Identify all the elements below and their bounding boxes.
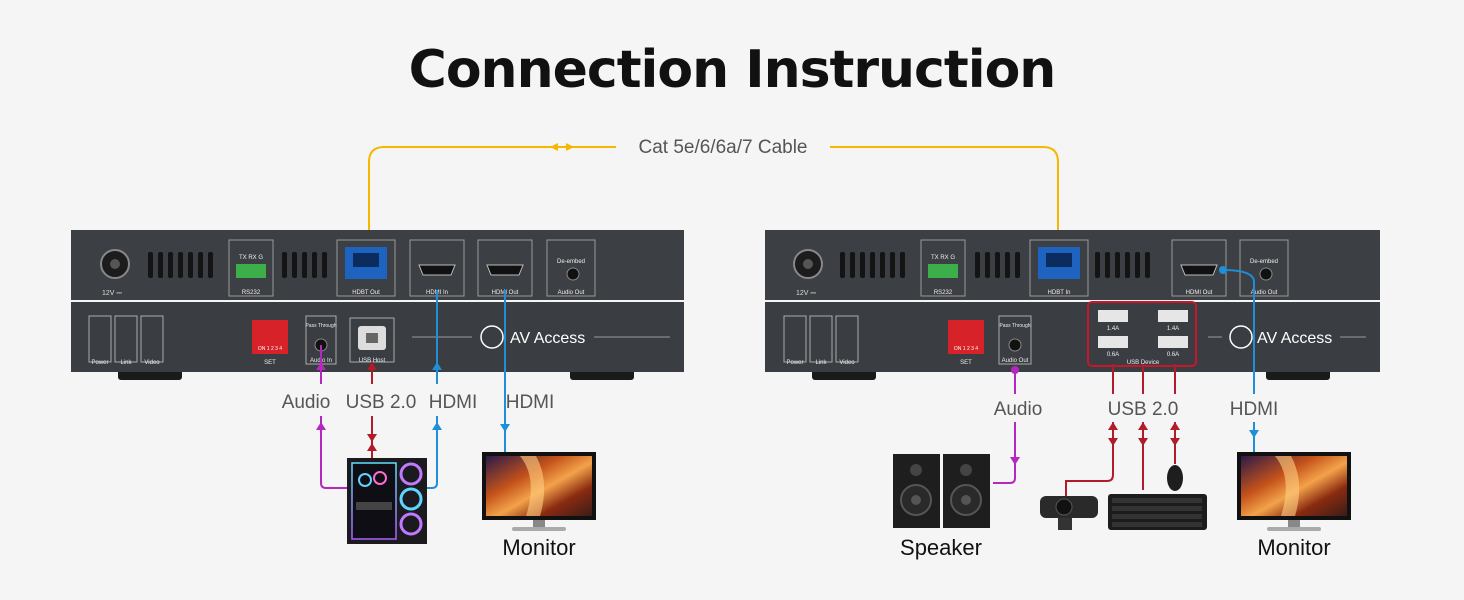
usb-port-2-rating: 1.4A bbox=[1167, 326, 1179, 332]
usb-host-label: USB Host bbox=[359, 358, 386, 364]
speaker-icon bbox=[893, 454, 990, 528]
brand-name: AV Access bbox=[510, 330, 585, 347]
rs232-label: RS232 bbox=[934, 290, 953, 296]
tx-audio-label: Audio bbox=[282, 392, 331, 413]
power-led-frame bbox=[783, 315, 807, 363]
deembed-label: De-embed bbox=[557, 259, 585, 265]
power-led-label: Power bbox=[786, 360, 803, 366]
pass-through-label: Pass Through bbox=[305, 323, 336, 329]
monitor-icon bbox=[1237, 452, 1351, 531]
rs232-terminal-icon bbox=[236, 264, 266, 278]
usb-a-port-icon bbox=[1158, 336, 1188, 348]
usb-a-port-icon bbox=[1158, 310, 1188, 322]
cable-label: Cat 5e/6/6a/7 Cable bbox=[638, 137, 807, 158]
vent-grille bbox=[148, 252, 327, 278]
tx-hdmi-out-label: HDMI bbox=[506, 392, 555, 413]
deembed-frame bbox=[1239, 239, 1289, 297]
hdbt-frame bbox=[336, 239, 396, 297]
hdbt-out-label: HDBT Out bbox=[352, 290, 380, 296]
rx-speaker-label: Speaker bbox=[900, 535, 982, 560]
cat-cable bbox=[368, 146, 1059, 248]
pass-through-frame bbox=[998, 315, 1032, 365]
link-led-label: Link bbox=[815, 360, 827, 366]
set-label: SET bbox=[264, 360, 276, 366]
tx-monitor-label: Monitor bbox=[502, 535, 575, 560]
vent-grille bbox=[840, 252, 1150, 278]
receiver-arrows-icon bbox=[1010, 422, 1259, 465]
link-led-label: Link bbox=[120, 360, 132, 366]
audio-jack-icon bbox=[566, 267, 580, 281]
deembed-frame bbox=[546, 239, 596, 297]
audio-jack-icon bbox=[1259, 267, 1273, 281]
mouse-icon bbox=[1167, 465, 1183, 491]
hdmi-in-cable bbox=[424, 290, 438, 489]
brand-logo-icon bbox=[480, 325, 504, 349]
rx-monitor-label: Monitor bbox=[1257, 535, 1330, 560]
video-led-frame bbox=[835, 315, 859, 363]
power-port-label: 12V ⎓ bbox=[796, 290, 816, 297]
audio-cable bbox=[993, 370, 1016, 484]
usb-a-port-icon bbox=[1098, 336, 1128, 348]
rx-usb-label: USB 2.0 bbox=[1108, 399, 1179, 420]
video-led-frame bbox=[140, 315, 164, 363]
video-led-label: Video bbox=[144, 360, 160, 366]
audio-out-label: Audio Out bbox=[558, 290, 585, 296]
transmitter-arrows-icon bbox=[316, 362, 510, 451]
usb-port-3-rating: 0.6A bbox=[1107, 352, 1119, 358]
brand-logo-icon bbox=[1229, 325, 1253, 349]
power-led-label: Power bbox=[91, 360, 108, 366]
cat-cable-arrows-icon bbox=[550, 143, 574, 151]
rs232-label: RS232 bbox=[242, 290, 261, 296]
receiver-unit: 12V ⎓ TX RX G RS232 HDBT In HDMI Out De-… bbox=[765, 230, 1380, 380]
hdmi-port-icon bbox=[486, 264, 524, 276]
monitor-icon bbox=[482, 452, 596, 531]
tx-usb-label: USB 2.0 bbox=[346, 392, 417, 413]
brand-name: AV Access bbox=[1257, 330, 1332, 347]
hdmi-port-icon bbox=[1180, 264, 1218, 276]
hdmi-port-icon bbox=[418, 264, 456, 276]
dip-switch-icon[interactable] bbox=[252, 320, 288, 354]
pass-through-label: Pass Through bbox=[999, 323, 1030, 329]
pc-tower-icon bbox=[347, 458, 427, 544]
rx-hdmi-label: HDMI bbox=[1230, 399, 1279, 420]
audio-out-label: Audio Out bbox=[1251, 290, 1278, 296]
hdmi-out-label: HDMI Out bbox=[1186, 290, 1213, 296]
audio-jack-icon bbox=[1008, 338, 1022, 352]
hdbt-frame bbox=[1029, 239, 1089, 297]
dip-switch-icon[interactable] bbox=[948, 320, 984, 354]
rs232-terminal-icon bbox=[928, 264, 958, 278]
video-led-label: Video bbox=[839, 360, 855, 366]
power-port-label: 12V ⎓ bbox=[102, 290, 122, 297]
link-led-frame bbox=[809, 315, 833, 363]
rs232-frame bbox=[228, 239, 274, 297]
tx-hdmi-in-label: HDMI bbox=[429, 392, 478, 413]
usb-port-4-rating: 0.6A bbox=[1167, 352, 1179, 358]
power-led-frame bbox=[88, 315, 112, 363]
rx-audio-label: Audio bbox=[994, 399, 1043, 420]
usb-device-label: USB Device bbox=[1127, 360, 1160, 366]
audio-cable bbox=[320, 345, 349, 489]
set-label: SET bbox=[960, 360, 972, 366]
keyboard-icon bbox=[1108, 494, 1207, 530]
audio-out-label: Audio Out bbox=[1002, 358, 1029, 364]
dip-switch-label: ON 1 2 3 4 bbox=[954, 346, 978, 352]
deembed-label: De-embed bbox=[1250, 259, 1278, 265]
link-led-frame bbox=[114, 315, 138, 363]
hdbt-in-label: HDBT In bbox=[1048, 290, 1071, 296]
usb-a-port-icon bbox=[1098, 310, 1128, 322]
rs232-frame bbox=[920, 239, 966, 297]
page-title: Connection Instruction bbox=[408, 40, 1057, 100]
rs232-pins-label: TX RX G bbox=[931, 255, 955, 261]
dip-switch-label: ON 1 2 3 4 bbox=[258, 346, 282, 352]
webcam-icon bbox=[1040, 496, 1098, 530]
transmitter-unit: 12V ⎓ TX RX G RS232 HDBT Out HDMI In HDM… bbox=[71, 230, 684, 380]
usb-port-1-rating: 1.4A bbox=[1107, 326, 1119, 332]
hdmi-cable bbox=[1222, 269, 1255, 458]
receiver-bottom-panel bbox=[765, 302, 1380, 372]
usb-cable-webcam bbox=[1065, 364, 1114, 496]
rs232-pins-label: TX RX G bbox=[239, 255, 263, 261]
